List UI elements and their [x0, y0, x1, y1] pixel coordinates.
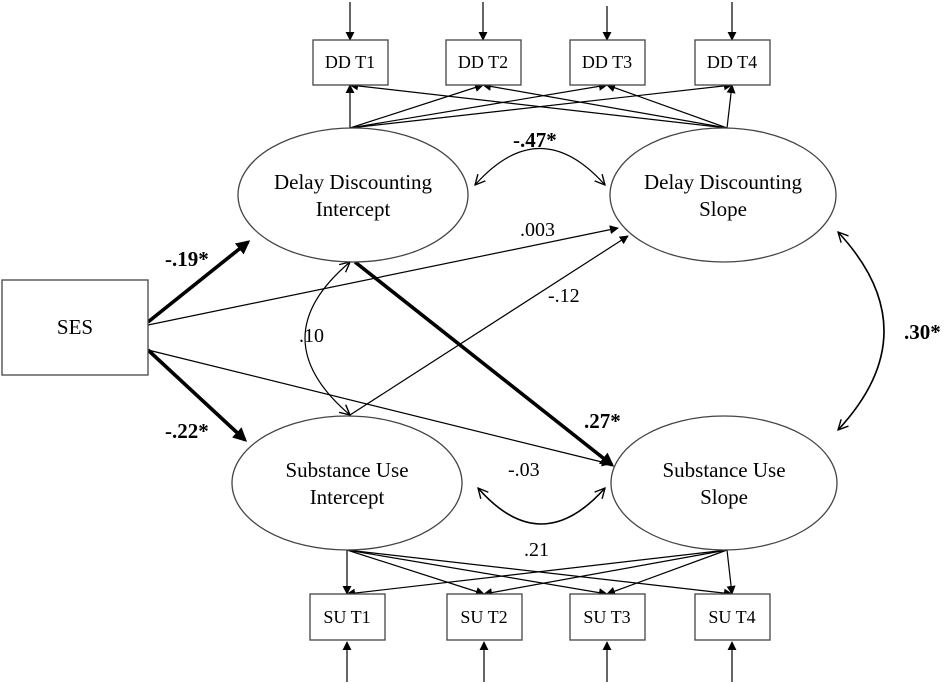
path-dd-intercept-su-slope — [353, 260, 615, 467]
coef-dd-su-intercept-cov: .10 — [299, 325, 324, 347]
coef-dd-su-slope-cov: .30* — [904, 320, 941, 344]
coef-ses-su-intercept: -.22* — [165, 419, 209, 443]
ses-box — [1, 279, 149, 376]
dd-t1-label: DD T1 — [325, 52, 375, 72]
path-su-intercept-dd-slope — [349, 235, 629, 416]
dd-intercept-label-line2: Intercept — [316, 197, 391, 221]
cov-dd-intercept-dd-slope — [475, 147, 605, 186]
su-intercept-label-line1: Substance Use — [285, 458, 408, 482]
path-ses-su-intercept — [146, 348, 248, 442]
ses-label: SES — [57, 315, 93, 339]
su-t3-label: SU T3 — [583, 607, 630, 627]
dd-loadings — [345, 81, 736, 129]
dd-t4-label: DD T4 — [707, 52, 757, 72]
su-intercept-ellipse — [231, 415, 463, 551]
dd-intercept-ellipse — [237, 127, 469, 263]
dd-residual-arrows — [345, 2, 737, 41]
coef-su-intercept-dd-slope: -.12 — [548, 285, 580, 307]
su-residual-arrows — [342, 641, 737, 682]
coef-ses-su-slope: .21 — [524, 539, 549, 561]
covariances — [304, 147, 885, 525]
dd-slope-label-line1: Delay Discounting — [644, 170, 803, 194]
su-t1-label: SU T1 — [323, 607, 370, 627]
dd-intercept-label-line1: Delay Discounting — [274, 170, 433, 194]
path-ses-dd-slope — [147, 225, 619, 326]
path-ses-dd-intercept — [146, 240, 251, 324]
coef-dd-intercept-su-slope: .27* — [584, 409, 621, 433]
su-t4-label: SU T4 — [708, 607, 755, 627]
su-slope-label-line2: Slope — [700, 485, 748, 509]
cov-dd-intercept-su-intercept — [304, 262, 350, 415]
cov-su-intercept-su-slope — [478, 488, 605, 525]
coef-su-intercept-slope-cov: -.03 — [508, 459, 540, 481]
dd-slope-ellipse — [609, 127, 837, 263]
coef-ses-dd-slope: .003 — [520, 219, 555, 241]
su-slope-label-line1: Substance Use — [662, 458, 785, 482]
structural-paths — [146, 225, 629, 467]
dd-t3-label: DD T3 — [582, 52, 632, 72]
coef-ses-dd-intercept: -.19* — [165, 247, 209, 271]
cov-dd-slope-su-slope — [838, 232, 885, 430]
su-loadings — [342, 549, 736, 598]
dd-t2-label: DD T2 — [458, 52, 508, 72]
dd-slope-label-line2: Slope — [699, 197, 747, 221]
su-intercept-label-line2: Intercept — [310, 485, 385, 509]
su-t2-label: SU T2 — [460, 607, 507, 627]
su-slope-ellipse — [610, 415, 838, 551]
coefficient-labels: -.19* -.22* .003 -.12 .10 -.47* .30* .27… — [165, 128, 941, 561]
dd-indicators: DD T1 DD T2 DD T3 DD T4 — [312, 39, 771, 86]
su-indicators: SU T1 SU T2 SU T3 SU T4 — [309, 593, 771, 641]
coef-dd-intercept-slope-cov: -.47* — [513, 128, 557, 152]
path-ses-su-slope — [147, 349, 611, 467]
